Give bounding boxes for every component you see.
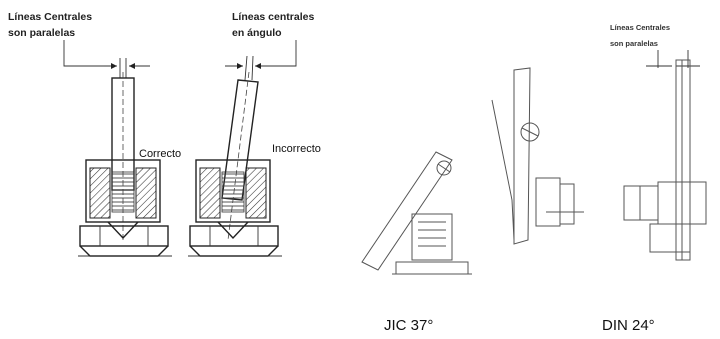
label-parallel-line1: Líneas Centrales (8, 11, 92, 23)
caption-din: DIN 24° (602, 317, 655, 334)
label-incorrect: Incorrecto (272, 143, 321, 155)
label-angled-line2: en ángulo (232, 27, 282, 39)
label-angled-line1: Líneas centrales (232, 11, 314, 23)
label-parallel-lines: Líneas Centrales son paralelas (8, 11, 92, 39)
caption-jic: JIC 37° (384, 317, 433, 334)
label-parallel-line2: son paralelas (8, 27, 75, 39)
din-label-line1: Líneas Centrales (610, 23, 670, 32)
parallel-dimension (63, 40, 150, 78)
din-fitting-sketch (623, 50, 707, 261)
din-label-line2: son paralelas (610, 39, 658, 48)
angled-dimension (225, 40, 297, 81)
label-correct: Correcto (139, 148, 181, 160)
correct-fitting (78, 72, 172, 257)
label-angled-lines: Líneas centrales en ángulo (232, 11, 314, 39)
angled-fitting-sketch (491, 67, 584, 245)
jic-fitting-sketch (361, 151, 472, 275)
incorrect-fitting (188, 71, 282, 257)
